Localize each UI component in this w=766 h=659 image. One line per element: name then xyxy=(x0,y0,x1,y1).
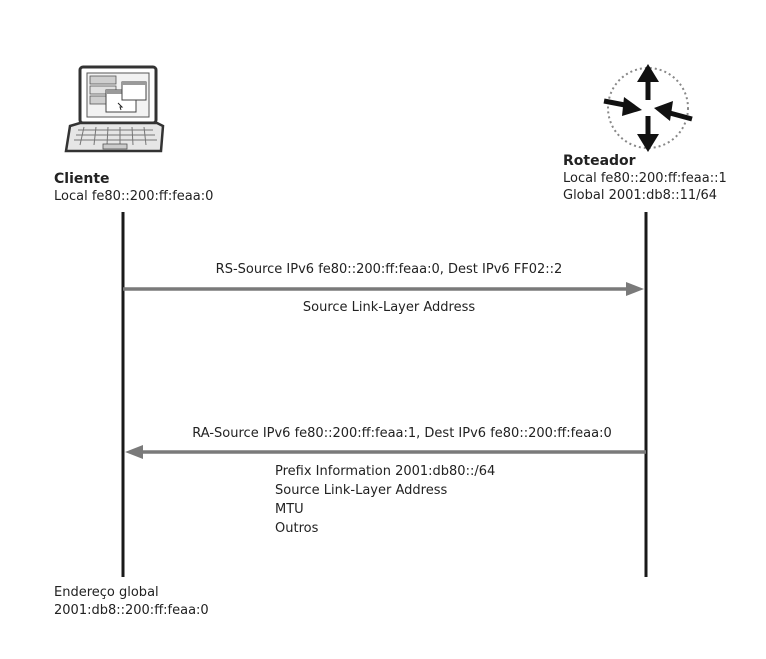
ra-option-outros: Outros xyxy=(275,521,319,536)
ra-option-prefix: Prefix Information 2001:db80::/64 xyxy=(275,464,496,479)
router-icon xyxy=(603,64,693,152)
roteador-local-address: Local fe80::200:ff:feaa::1 xyxy=(563,171,727,186)
rs-option: Source Link-Layer Address xyxy=(302,300,476,315)
ra-message-header: RA-Source IPv6 fe80::200:ff:feaa:1, Dest… xyxy=(192,426,612,441)
roteador-title: Roteador xyxy=(563,153,636,169)
ra-option-sllao: Source Link-Layer Address xyxy=(275,483,448,498)
rs-message-header: RS-Source IPv6 fe80::200:ff:feaa:0, Dest… xyxy=(215,262,563,277)
result-label: Endereço global xyxy=(54,585,159,600)
ra-option-mtu: MTU xyxy=(275,502,304,517)
rs-arrow xyxy=(123,282,644,296)
ra-arrow xyxy=(125,445,646,459)
cliente-title: Cliente xyxy=(54,171,110,187)
result-address: 2001:db8::200:ff:feaa:0 xyxy=(54,603,209,618)
roteador-global-address: Global 2001:db8::11/64 xyxy=(563,188,718,203)
laptop-icon xyxy=(64,65,165,153)
cliente-local-address: Local fe80::200:ff:feaa:0 xyxy=(54,189,214,204)
